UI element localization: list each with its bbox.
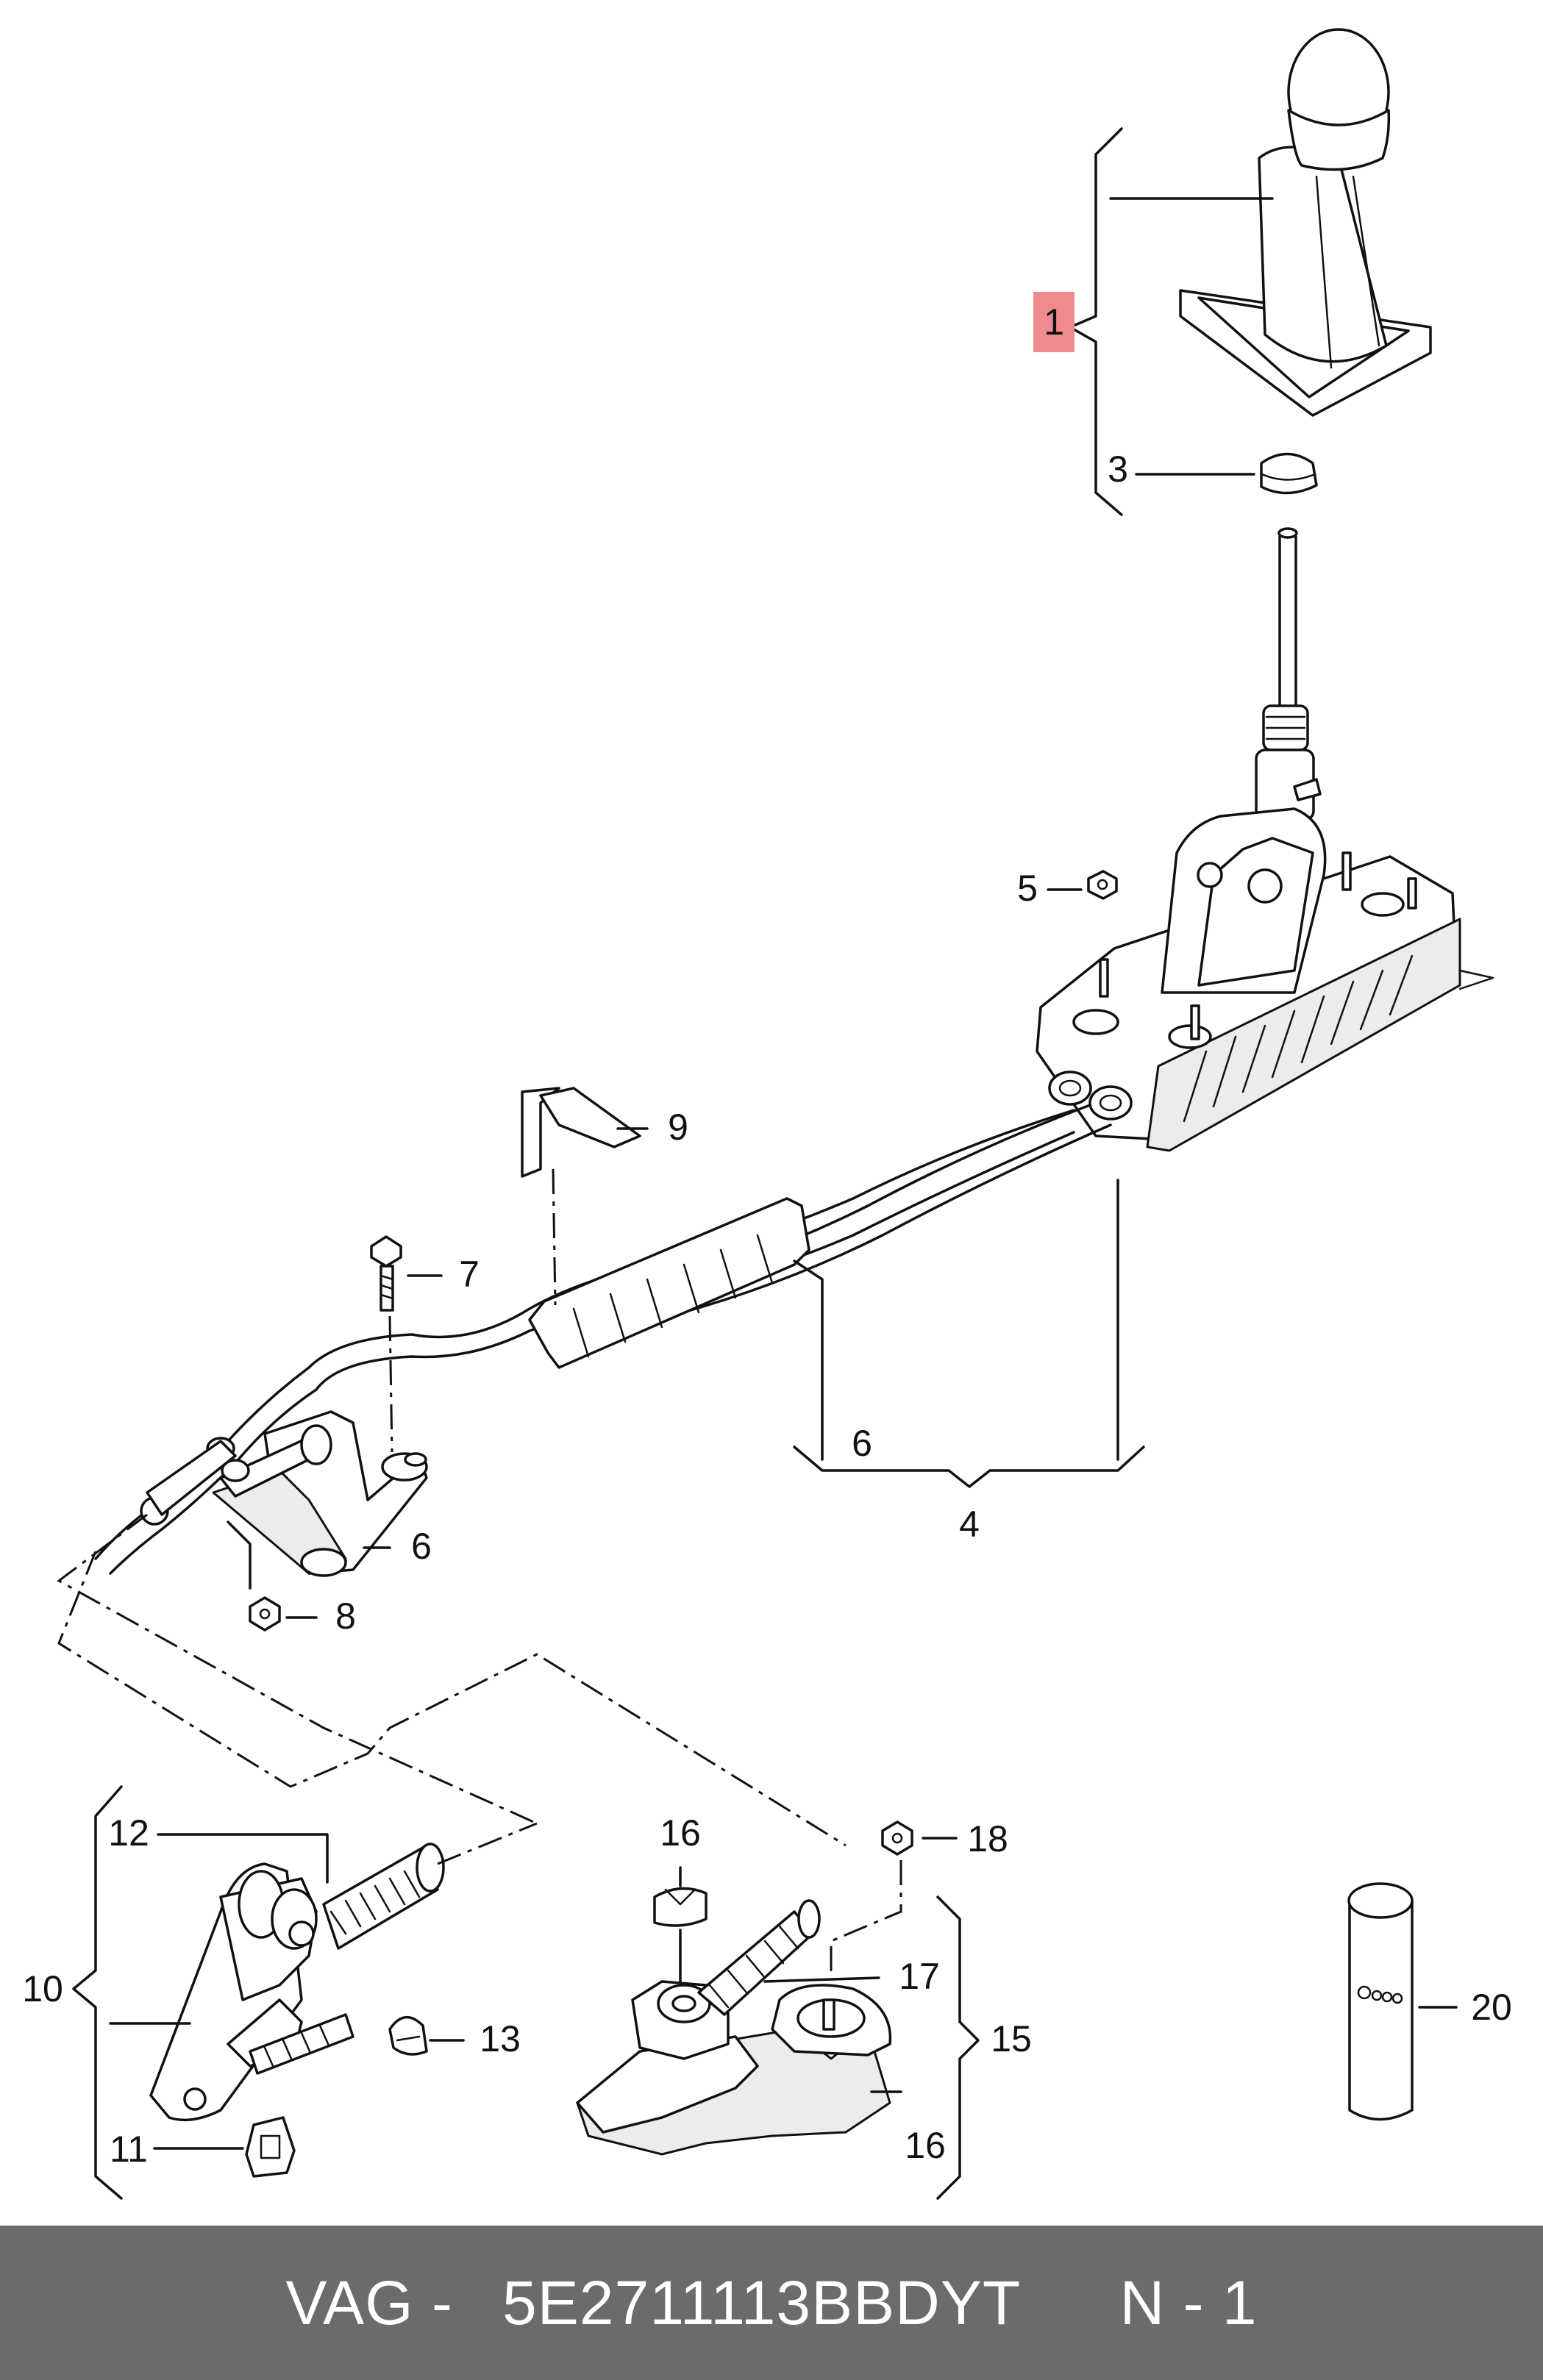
callout-1: 1 <box>1044 301 1064 343</box>
callout-12: 12 <box>108 1812 149 1854</box>
callout-3: 3 <box>1108 449 1128 490</box>
nut-part-5 <box>1087 870 1118 900</box>
grease-tube-part-20 <box>1347 1882 1414 2121</box>
callout-18: 18 <box>967 1818 1008 1859</box>
parts-diagram: 1 3 5 <box>22 28 1512 2200</box>
gear-knob-with-boot <box>1179 28 1432 417</box>
bracket-10 <box>72 1785 123 2200</box>
callout-16a: 16 <box>660 1812 701 1854</box>
reference-lines <box>57 1513 847 1847</box>
selector-bracket-part-15 <box>576 1899 892 2156</box>
cable-end-fittings <box>1048 1071 1133 1121</box>
bracket-4 <box>793 1179 1145 1488</box>
callout-6b: 6 <box>852 1423 872 1464</box>
shift-lever-shaft <box>1255 527 1322 821</box>
shift-lever-assembly-part-10 <box>149 1843 445 2122</box>
shift-housing-part-4 <box>1036 807 1494 1152</box>
cable-sleeve <box>528 1197 810 1369</box>
callout-16b: 16 <box>905 2125 946 2166</box>
callout-4: 4 <box>959 1504 980 1545</box>
footer-part-number: 5E2711113BBDYT <box>502 2268 1022 2337</box>
bolt-part-7 <box>370 1235 402 1312</box>
bracket-part-9 <box>521 1087 641 1178</box>
clip-part-13 <box>388 2016 428 2056</box>
footer-bar: VAG - 5E2711113BBDYT N - 1 <box>0 2226 1543 2380</box>
footer-brand: VAG - <box>285 2268 453 2337</box>
bracket-15 <box>936 1895 980 2200</box>
callout-7: 7 <box>459 1254 480 1295</box>
callout-15: 15 <box>991 2018 1032 2059</box>
clip-part-11 <box>245 2116 296 2178</box>
nut-part-18 <box>881 1820 913 1856</box>
callout-8: 8 <box>335 1595 356 1637</box>
footer-page: N - 1 <box>1119 2268 1258 2337</box>
callout-20: 20 <box>1471 1987 1512 2028</box>
cable-bracket-part-6 <box>140 1410 428 1577</box>
callout-9: 9 <box>668 1107 688 1148</box>
callout-11: 11 <box>110 2129 148 2170</box>
clip-part-3 <box>1260 452 1318 495</box>
callout-17: 17 <box>899 1956 940 1997</box>
bushing-part-16 <box>653 1887 708 1927</box>
callout-13: 13 <box>480 2018 521 2059</box>
callout-6a: 6 <box>411 1526 432 1567</box>
nut-part-8 <box>249 1596 281 1632</box>
part-1-highlight <box>1033 292 1075 352</box>
callout-5: 5 <box>1017 868 1038 909</box>
callout-10: 10 <box>22 1968 63 2009</box>
